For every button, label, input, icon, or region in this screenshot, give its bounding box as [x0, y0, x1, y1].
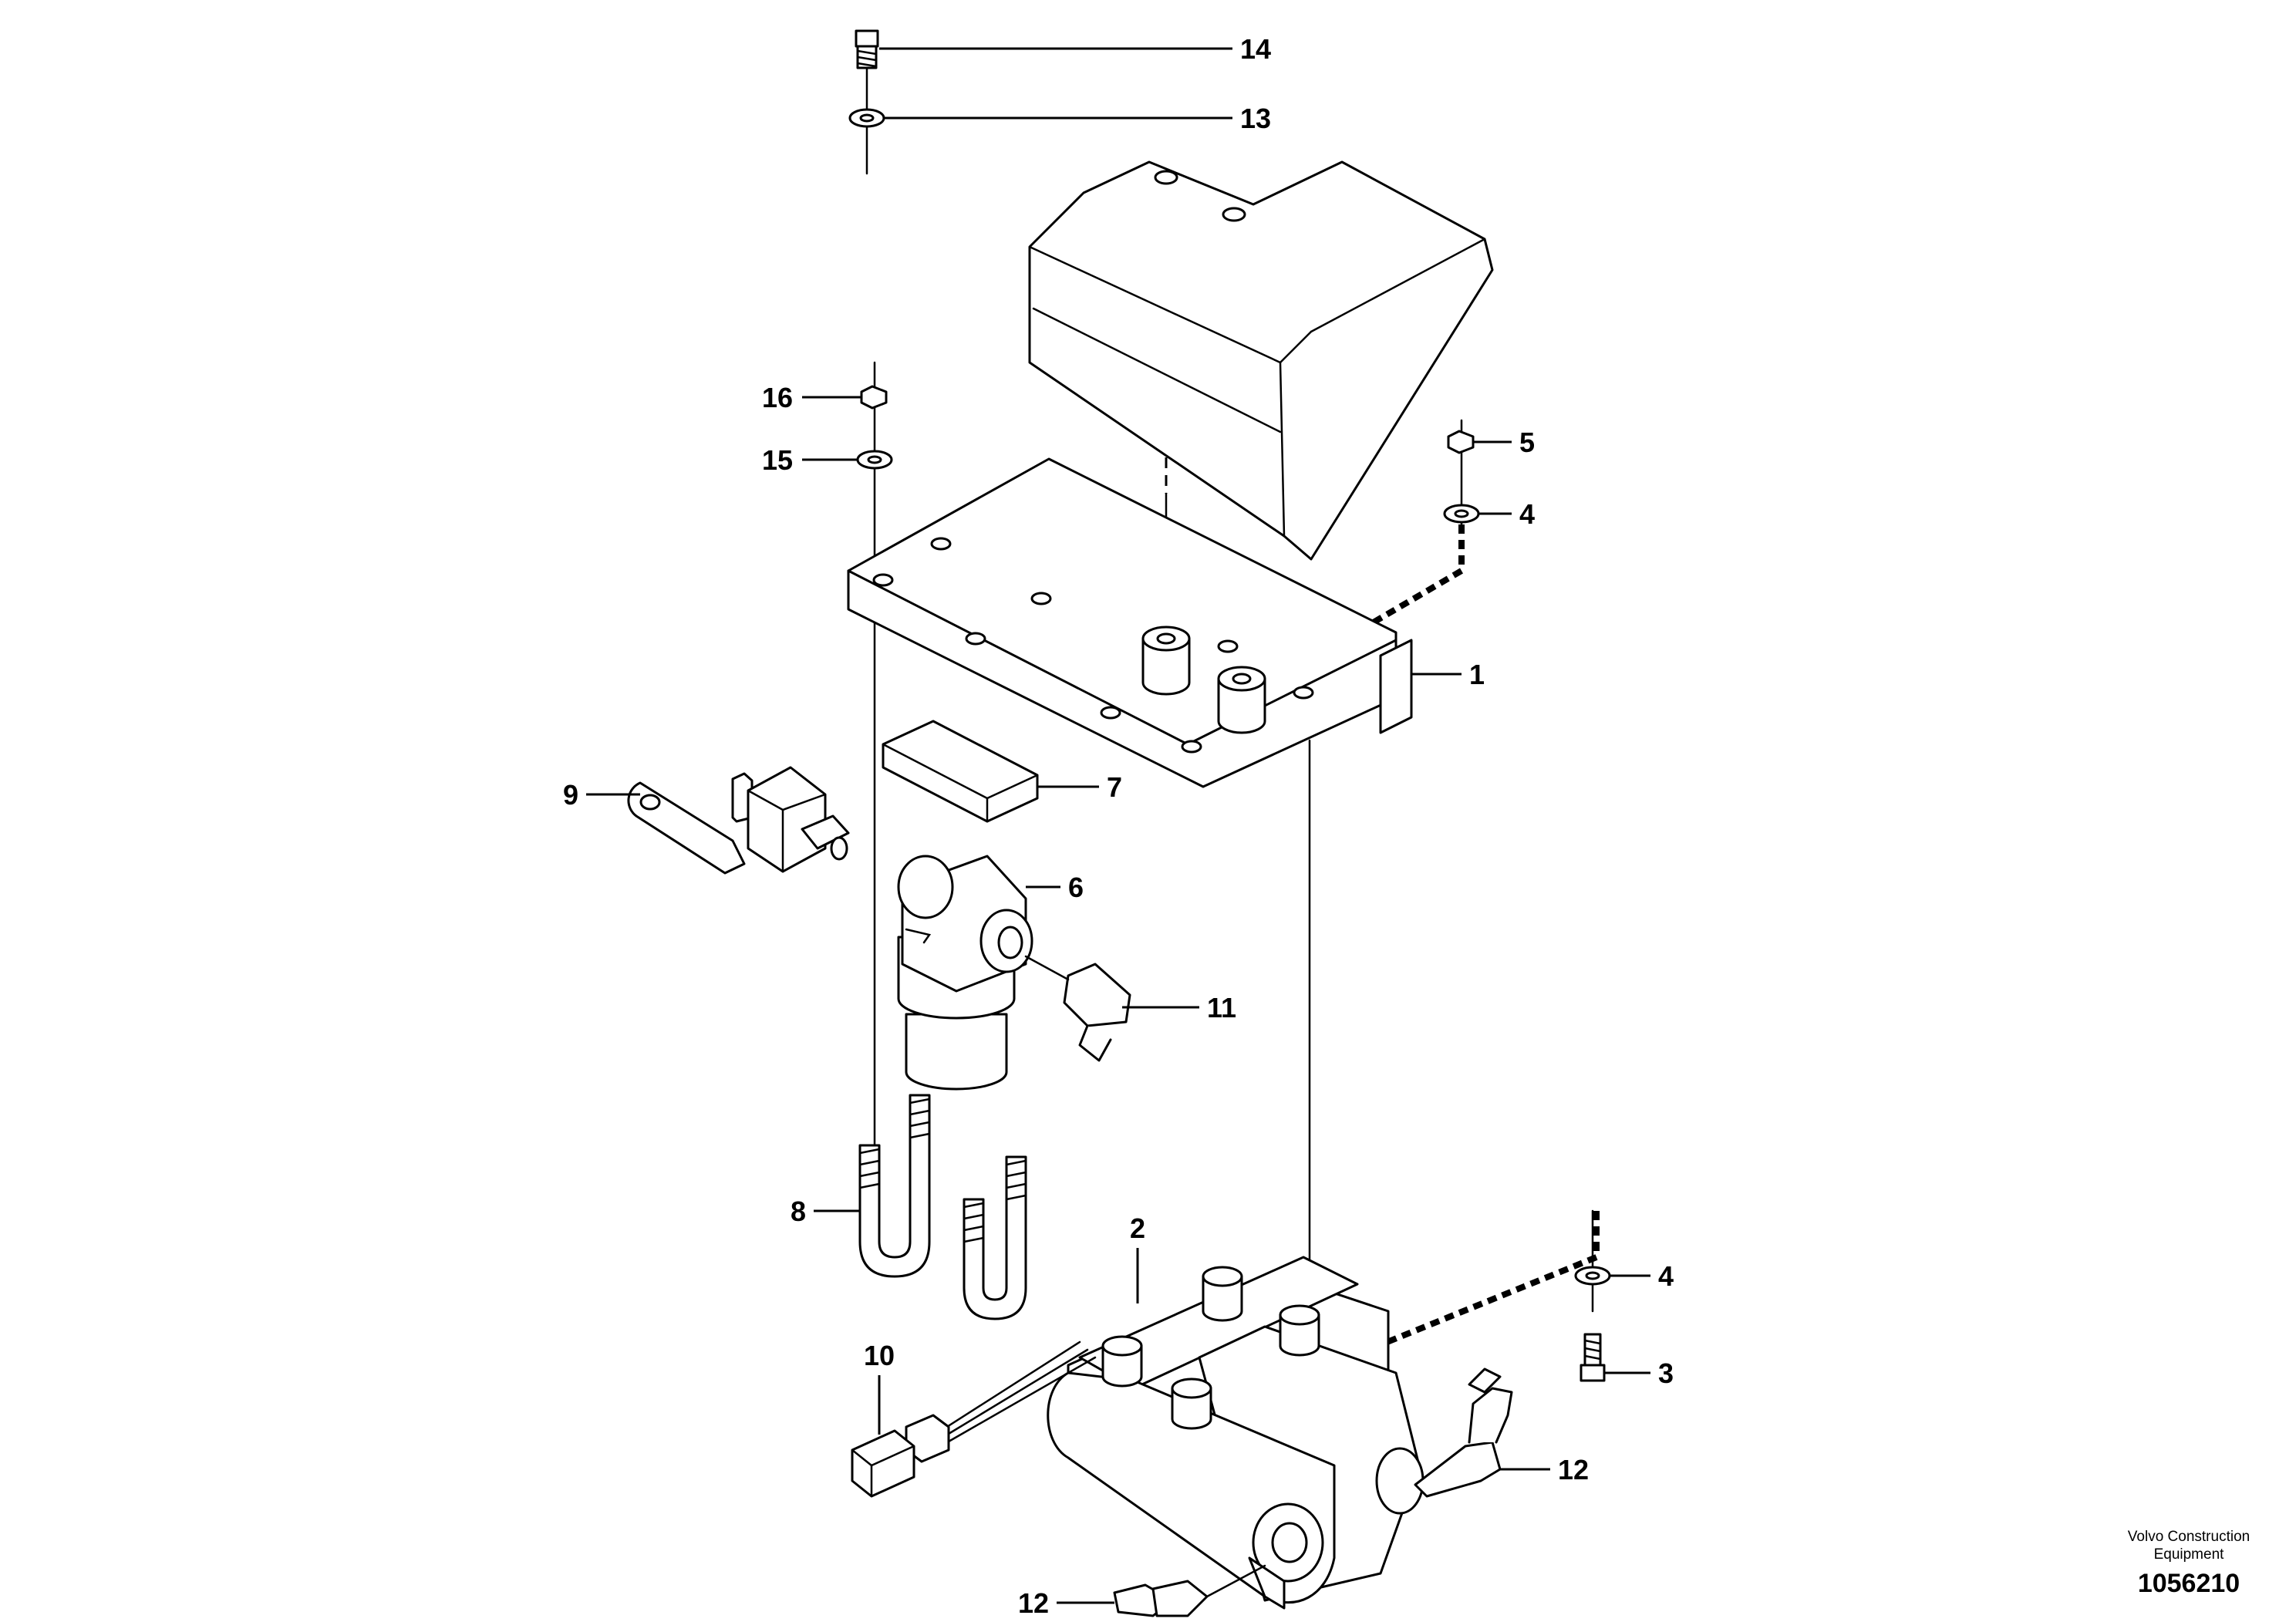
- label-8: 8: [791, 1195, 806, 1227]
- company-name-line1: Volvo Construction: [2128, 1529, 2250, 1545]
- label-11: 11: [1207, 992, 1236, 1023]
- fittings-12: [1113, 1367, 1513, 1617]
- elbow-fitting-11: [1024, 955, 1131, 1062]
- callout-labels: 14 13 16 15 5 4 1 7 9 6 11 8 2 10 4 3 12…: [563, 33, 1674, 1619]
- label-9: 9: [563, 779, 578, 811]
- hardware: [848, 29, 1611, 1382]
- connector: [851, 1340, 1097, 1498]
- label-4-top: 4: [1519, 498, 1535, 530]
- label-15: 15: [762, 444, 793, 476]
- label-16: 16: [762, 382, 793, 413]
- label-14: 14: [1240, 33, 1271, 65]
- label-4-bottom: 4: [1658, 1260, 1674, 1292]
- label-7: 7: [1107, 771, 1122, 803]
- label-10: 10: [864, 1340, 895, 1371]
- label-6: 6: [1068, 872, 1084, 903]
- pad: [882, 720, 1039, 823]
- filter: [897, 855, 1033, 1091]
- lever-cock: [627, 766, 850, 875]
- label-12-bottom: 12: [1018, 1587, 1049, 1619]
- base-plate: [847, 457, 1413, 788]
- label-13: 13: [1240, 103, 1271, 134]
- leader-lines: [586, 47, 1650, 1604]
- label-1: 1: [1469, 659, 1485, 690]
- drawing-footer: Volvo Construction Equipment 1056210: [2128, 1529, 2250, 1598]
- u-bolts: [858, 1094, 1027, 1320]
- drawing-number: 1056210: [2138, 1569, 2240, 1598]
- company-name-line2: Equipment: [2154, 1546, 2225, 1563]
- cover: [1028, 160, 1494, 561]
- label-2: 2: [1130, 1212, 1145, 1244]
- label-3: 3: [1658, 1357, 1674, 1389]
- label-5: 5: [1519, 427, 1535, 458]
- valve-body: [1047, 1256, 1424, 1610]
- label-12-right: 12: [1558, 1454, 1589, 1485]
